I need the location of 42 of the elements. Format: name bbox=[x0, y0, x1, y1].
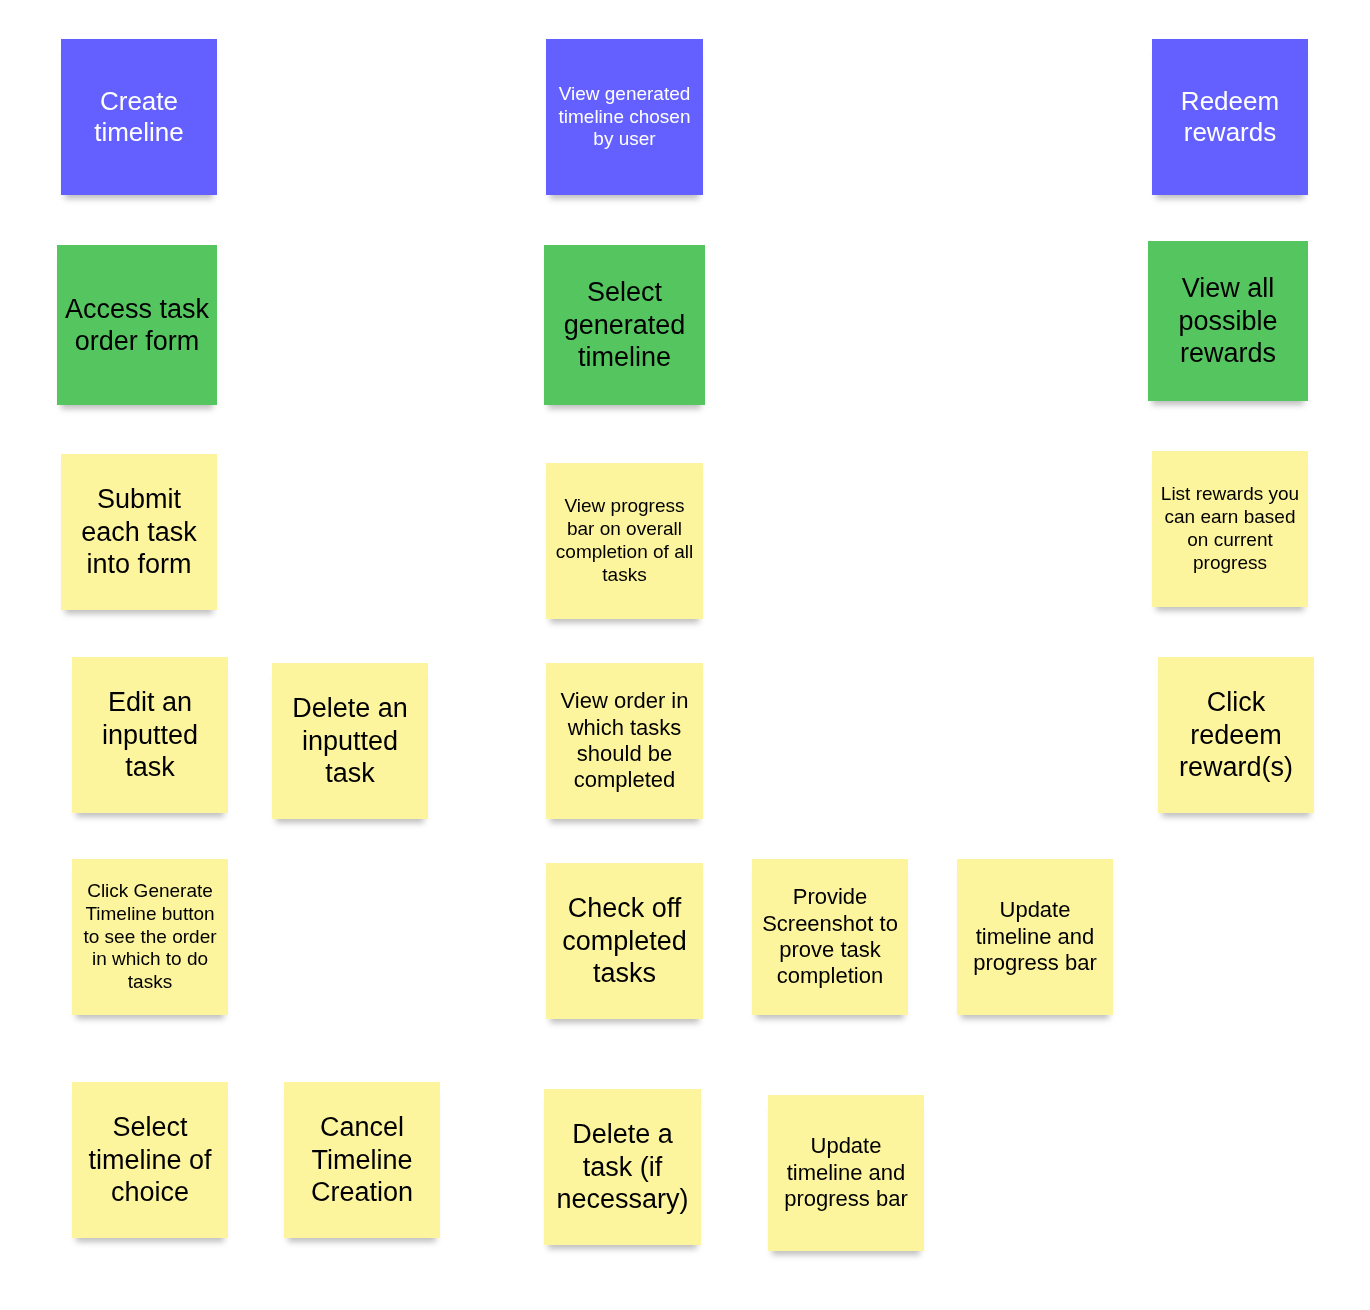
sticky-note bbox=[57, 245, 217, 405]
note-text: Cancel Timeline Creation bbox=[309, 1111, 415, 1209]
sticky-note bbox=[72, 859, 228, 1015]
note-text: List rewards you can earn based on current progress bbox=[1159, 483, 1301, 575]
note-text: Select generated timeline bbox=[562, 276, 687, 374]
note-text: Edit an inputted task bbox=[100, 686, 200, 784]
note-text: Click redeem reward(s) bbox=[1178, 686, 1294, 784]
sticky-note bbox=[546, 463, 703, 619]
note-text: Access task order form bbox=[63, 292, 210, 358]
note-text: Create timeline bbox=[93, 85, 185, 149]
note-text: Update timeline and progress bar bbox=[972, 897, 1098, 977]
sticky-note bbox=[768, 1095, 924, 1251]
sticky-note bbox=[544, 245, 705, 405]
sticky-note bbox=[61, 39, 217, 195]
sticky-note bbox=[1148, 241, 1308, 401]
note-text: View progress bar on overall completion of all tasks bbox=[554, 495, 695, 587]
sticky-note bbox=[272, 663, 428, 819]
sticky-note bbox=[1152, 451, 1308, 607]
note-text: Redeem rewards bbox=[1179, 85, 1281, 149]
sticky-note bbox=[957, 859, 1113, 1015]
note-text: View all possible rewards bbox=[1177, 272, 1279, 370]
note-text: Update timeline and progress bar bbox=[783, 1133, 909, 1213]
sticky-note bbox=[544, 1089, 701, 1245]
sticky-note bbox=[61, 454, 217, 610]
sticky-note bbox=[72, 657, 228, 813]
sticky-note bbox=[1158, 657, 1314, 813]
sticky-note bbox=[72, 1082, 228, 1238]
sticky-note bbox=[1152, 39, 1308, 195]
note-text: Provide Screenshot to prove task completion bbox=[761, 884, 899, 990]
sticky-note bbox=[546, 863, 703, 1019]
sticky-note bbox=[284, 1082, 440, 1238]
note-text: Submit each task into form bbox=[80, 483, 198, 581]
sticky-note bbox=[752, 859, 908, 1015]
sticky-note bbox=[546, 663, 703, 819]
note-text: Check off completed tasks bbox=[561, 892, 688, 990]
note-text: Select timeline of choice bbox=[87, 1111, 213, 1209]
note-text: View order in which tasks should be completed bbox=[559, 688, 690, 794]
sticky-note bbox=[546, 39, 703, 195]
note-text: Delete an inputted task bbox=[291, 692, 409, 790]
note-text: View generated timeline chosen by user bbox=[557, 82, 692, 152]
note-text: Click Generate Timeline button to see the order in which to do tasks bbox=[82, 880, 218, 994]
note-text: Delete a task (if necessary) bbox=[555, 1118, 690, 1216]
